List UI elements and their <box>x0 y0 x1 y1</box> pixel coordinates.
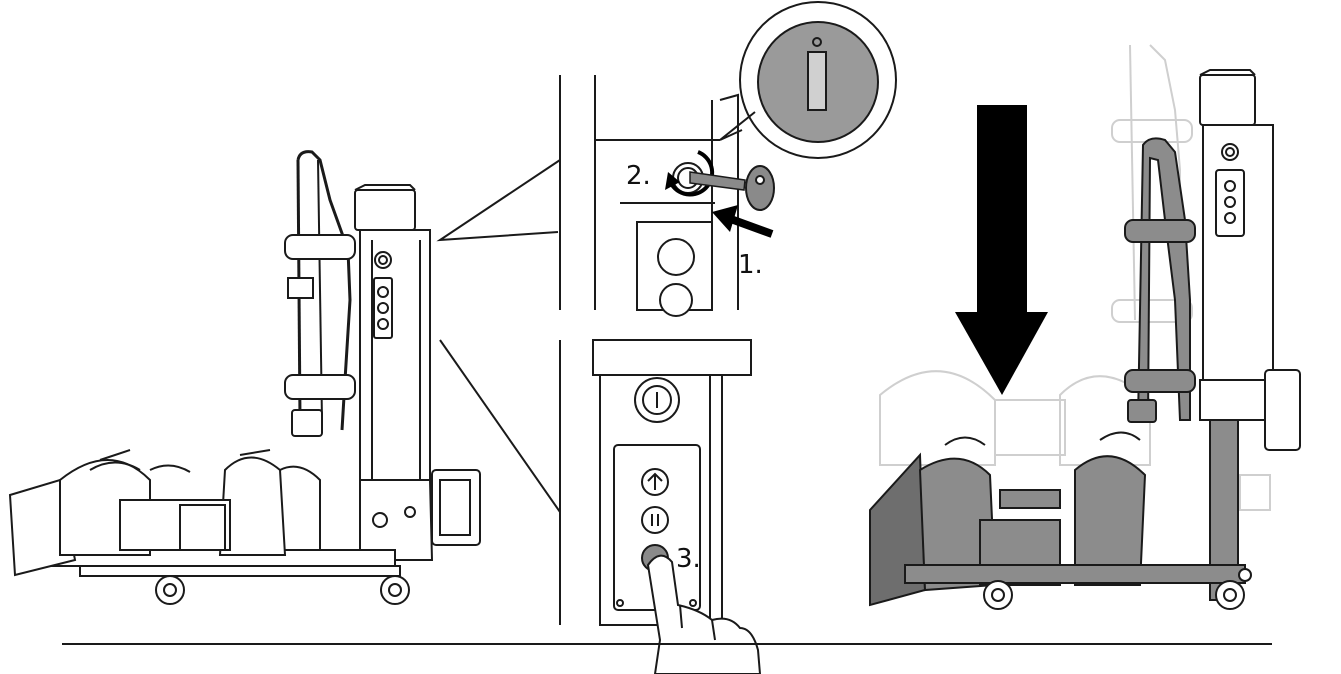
detail-control-buttons <box>560 340 760 674</box>
detail-key-lock <box>560 2 896 316</box>
down-arrow-icon <box>955 105 1048 395</box>
step-2-label: 2. <box>626 163 651 189</box>
step-3-label: 3. <box>676 546 701 572</box>
step-1-label: 1. <box>738 252 763 278</box>
zoom-callout-lines <box>440 160 560 512</box>
rack-lowered-view <box>870 45 1300 609</box>
rack-folded-view <box>10 152 480 604</box>
